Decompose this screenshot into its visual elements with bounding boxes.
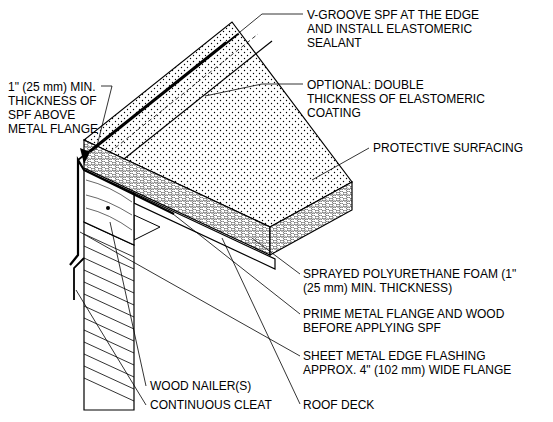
flashing-edge (78, 42, 226, 160)
elastomeric-sealant (80, 148, 90, 164)
callout-label: CONTINUOUS CLEAT (150, 398, 300, 412)
callout-label: ROOF DECK (303, 398, 453, 412)
spf-side-face (270, 182, 352, 255)
callout-label: V-GROOVE SPF AT THE EDGE AND INSTALL ELA… (307, 8, 507, 50)
callout-label: 1" (25 mm) MIN. THICKNESS OF SPF ABOVE M… (8, 80, 108, 136)
nail (106, 206, 110, 210)
callout-label: PROTECTIVE SURFACING (373, 141, 548, 155)
continuous-cleat (74, 258, 84, 300)
callout-label: SPRAYED POLYURETHANE FOAM (1" (25 mm) MI… (303, 267, 523, 295)
brick-courses (84, 234, 134, 401)
deck-support (134, 215, 160, 240)
coating-band-line (110, 34, 258, 152)
protective-surfacing (84, 22, 352, 227)
callout-label: OPTIONAL: DOUBLE THICKNESS OF ELASTOMERI… (307, 78, 491, 120)
callout-label: WOOD NAILER(S) (150, 379, 300, 393)
coating-band-line (124, 41, 272, 159)
sheet-metal-flashing (70, 160, 174, 265)
callout-label: PRIME METAL FLANGE AND WOOD BEFORE APPLY… (303, 307, 508, 335)
spf-front-face (84, 140, 270, 255)
leader-lines (76, 14, 369, 405)
callout-label: SHEET METAL EDGE FLASHING APPROX. 4" (10… (303, 349, 515, 377)
